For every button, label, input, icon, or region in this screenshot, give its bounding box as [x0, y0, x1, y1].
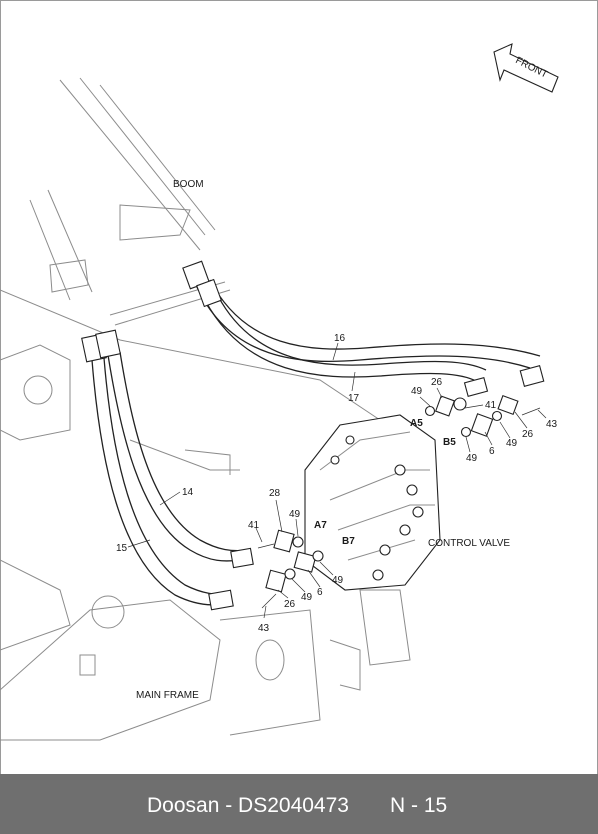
callout-49-b: 49: [506, 438, 518, 449]
leader-lines: [127, 342, 547, 619]
boom-structure: [0, 77, 381, 475]
port-b5-label: B5: [443, 437, 456, 448]
hose-15: [91, 357, 231, 606]
control-valve-label: CONTROL VALVE: [428, 538, 510, 549]
hose-14: [107, 351, 249, 562]
callout-6-a: 6: [489, 446, 495, 457]
footer-page-number: N - 15: [390, 794, 448, 817]
footer-brand-part-number: Doosan - DS2040473: [147, 794, 349, 817]
callout-6-b: 6: [317, 587, 323, 598]
boom-fittings: [81, 260, 222, 363]
port-b7-label: B7: [342, 536, 355, 547]
callout-49-d: 49: [289, 509, 301, 520]
callout-41-b: 41: [248, 520, 260, 531]
callout-41-a: 41: [485, 400, 497, 411]
upper-port-fittings: [424, 365, 545, 438]
boom-label: BOOM: [173, 179, 204, 190]
callout-43-b: 43: [258, 623, 270, 634]
hose-17: [204, 295, 487, 383]
callout-49-a: 49: [411, 386, 423, 397]
callout-49-c: 49: [466, 453, 478, 464]
callout-16: 16: [334, 333, 346, 344]
callout-26-c: 26: [284, 599, 296, 610]
callout-49-e: 49: [332, 575, 344, 586]
callout-26-a: 26: [431, 377, 443, 388]
control-valve-body: [304, 414, 441, 591]
hydraulic-hose-diagram: FRONT: [0, 43, 559, 741]
callout-14: 14: [182, 487, 194, 498]
callout-49-f: 49: [301, 592, 313, 603]
lower-port-fittings: [208, 529, 324, 611]
main-frame-structure: [0, 559, 411, 741]
port-a7-label: A7: [314, 520, 327, 531]
callout-43-a: 43: [546, 419, 558, 430]
hose-16: [195, 279, 541, 369]
front-arrow-icon: FRONT: [493, 43, 559, 93]
drawing-frame: [0, 0, 598, 775]
main-frame-label: MAIN FRAME: [136, 690, 199, 701]
callout-15: 15: [116, 543, 128, 554]
port-a5-label: A5: [410, 418, 423, 429]
callout-28: 28: [269, 488, 281, 499]
footer-bar: Doosan - DS2040473 N - 15: [0, 774, 598, 834]
callout-17: 17: [348, 393, 360, 404]
callout-26-b: 26: [522, 429, 534, 440]
